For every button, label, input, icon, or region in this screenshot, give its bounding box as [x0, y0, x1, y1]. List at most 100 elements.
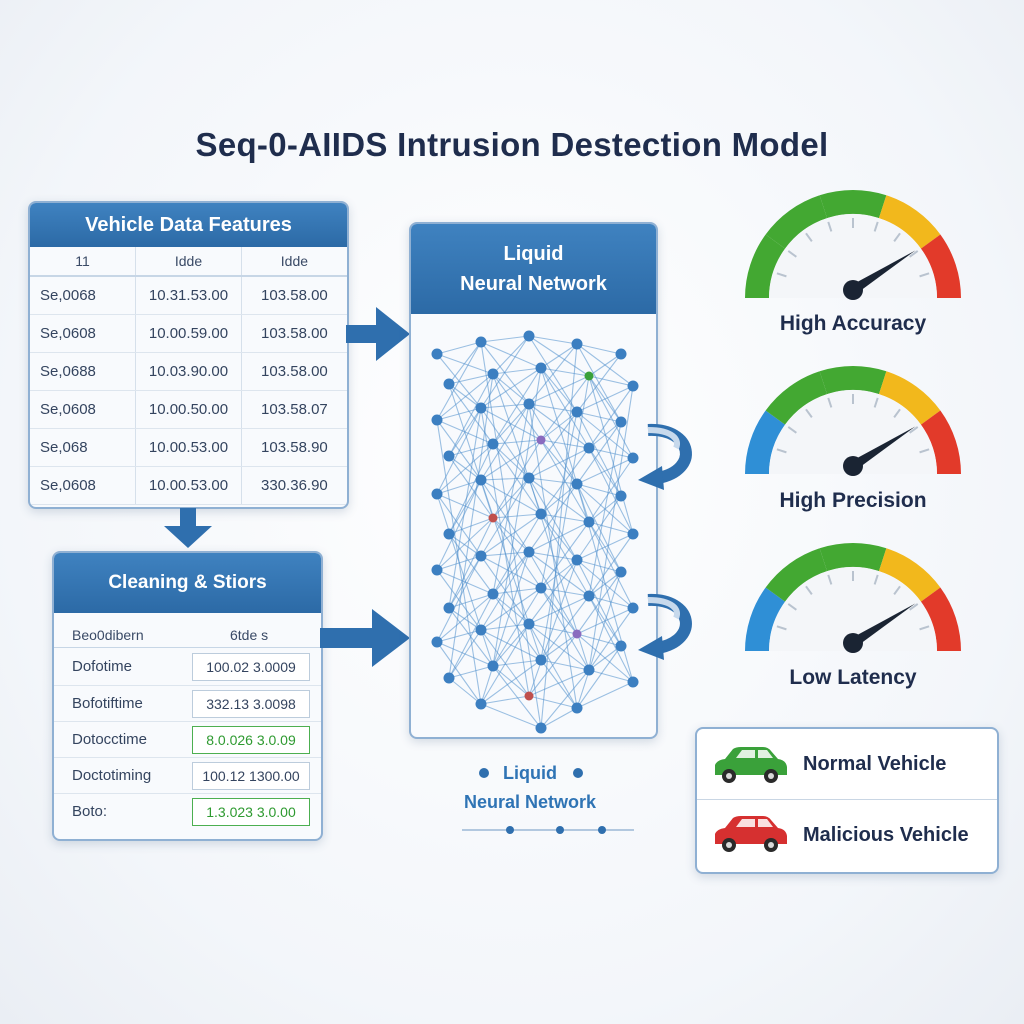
network-edge [480, 439, 542, 481]
network-node [431, 488, 443, 500]
network-node [535, 362, 547, 374]
network-header-line-2: Neural Network [460, 273, 607, 295]
network-edge [448, 373, 494, 385]
network-node [523, 472, 535, 484]
gauge-segment [819, 366, 887, 395]
network-edge [576, 457, 634, 485]
network-edge [540, 375, 590, 661]
network-node [475, 336, 487, 348]
network-node [488, 513, 498, 523]
gauge-segment [920, 587, 961, 651]
network-edge [448, 373, 494, 679]
gauge-needle [850, 426, 916, 471]
cleaning-key: Dotocctime [72, 731, 148, 748]
network-node [536, 435, 546, 445]
network-node [583, 664, 595, 676]
network-edge [540, 411, 578, 441]
gauge-tick [909, 250, 919, 258]
gauge-hub [843, 456, 863, 476]
network-node [583, 590, 595, 602]
network-edge [448, 517, 494, 609]
network-caption-line-2: Neural Network [463, 792, 597, 812]
cell: 10.00.53.00 [135, 428, 242, 467]
network-edge [448, 677, 482, 705]
network-edge [448, 455, 494, 519]
network-node [583, 516, 595, 528]
network-edge [528, 447, 590, 479]
arrow-right-icon [320, 609, 410, 667]
network-edge [540, 367, 590, 377]
gauge-segment [745, 410, 786, 474]
network-edge [576, 559, 622, 573]
cell: 103.58.07 [241, 390, 347, 429]
network-edge [528, 403, 578, 413]
gauge-tick [776, 448, 787, 454]
network-node [523, 546, 535, 558]
gauge-tick [805, 408, 813, 418]
network-edge [448, 341, 482, 385]
gauge-tick [873, 397, 879, 408]
network-node [627, 676, 639, 688]
network-edge [436, 517, 494, 571]
gauge-tick [776, 625, 787, 631]
gauge-segment [765, 195, 828, 249]
gauge-tick [873, 221, 879, 232]
network-edge [448, 443, 494, 535]
network-edge [492, 551, 530, 595]
network-edge [480, 659, 542, 705]
network-node [571, 406, 583, 418]
car-window [736, 750, 755, 758]
network-edge [448, 555, 482, 609]
network-edge [480, 555, 542, 589]
diagram-title: Seq-0-AIIDS Intrusion Destection Model [195, 126, 829, 163]
cell: 10.00.50.00 [135, 390, 242, 429]
network-edge [492, 587, 542, 667]
gauge-segment [745, 587, 786, 651]
network-node [583, 442, 595, 454]
network-edge [436, 341, 482, 421]
network-node [431, 414, 443, 426]
vehicle-data-features-panel: Vehicle Data Features 11 Idde Idde Se,00… [28, 201, 349, 509]
gauge-tick [787, 603, 797, 611]
cell: 330.36.90 [241, 466, 347, 505]
car-window [736, 819, 755, 827]
cell: 10.00.59.00 [135, 314, 242, 353]
network-edge [448, 665, 494, 679]
network-edge [588, 421, 622, 597]
gauge-tick [827, 221, 833, 232]
network-node [475, 402, 487, 414]
network-edge [540, 669, 590, 729]
caption-dot-icon [479, 768, 489, 778]
cleaning-value: 100.02 3.0009 [192, 653, 310, 681]
network-edge [492, 403, 530, 445]
network-edge [480, 551, 530, 705]
gauge-label-precision: High Precision [779, 489, 927, 512]
gauge-segment [878, 371, 941, 425]
network-edge [480, 623, 530, 705]
network-node [615, 348, 627, 360]
car-hub [726, 773, 732, 779]
gauge-tick [827, 574, 833, 585]
legend-item-normal: Normal Vehicle [697, 729, 997, 799]
cleaning-value: 100.12 1300.00 [192, 762, 310, 790]
gauge-tick [919, 448, 930, 454]
gauge-tick [893, 408, 901, 418]
gauge-tick [873, 574, 879, 585]
cell: 10.31.53.00 [135, 276, 242, 315]
network-node [487, 588, 499, 600]
network-edge [492, 665, 542, 729]
cell: 103.58.00 [241, 352, 347, 391]
network-edge [528, 477, 578, 485]
precision-gauge [745, 366, 961, 476]
network-edge [492, 335, 530, 375]
cleaning-key: Bofotiftime [72, 695, 143, 712]
cleaning-col-2: 6tde s [230, 627, 269, 643]
network-edge [528, 343, 578, 405]
network-edge [528, 633, 578, 697]
network-edge [588, 571, 622, 597]
network-edge [540, 707, 578, 729]
network-edge [448, 593, 494, 679]
network-node [572, 629, 582, 639]
